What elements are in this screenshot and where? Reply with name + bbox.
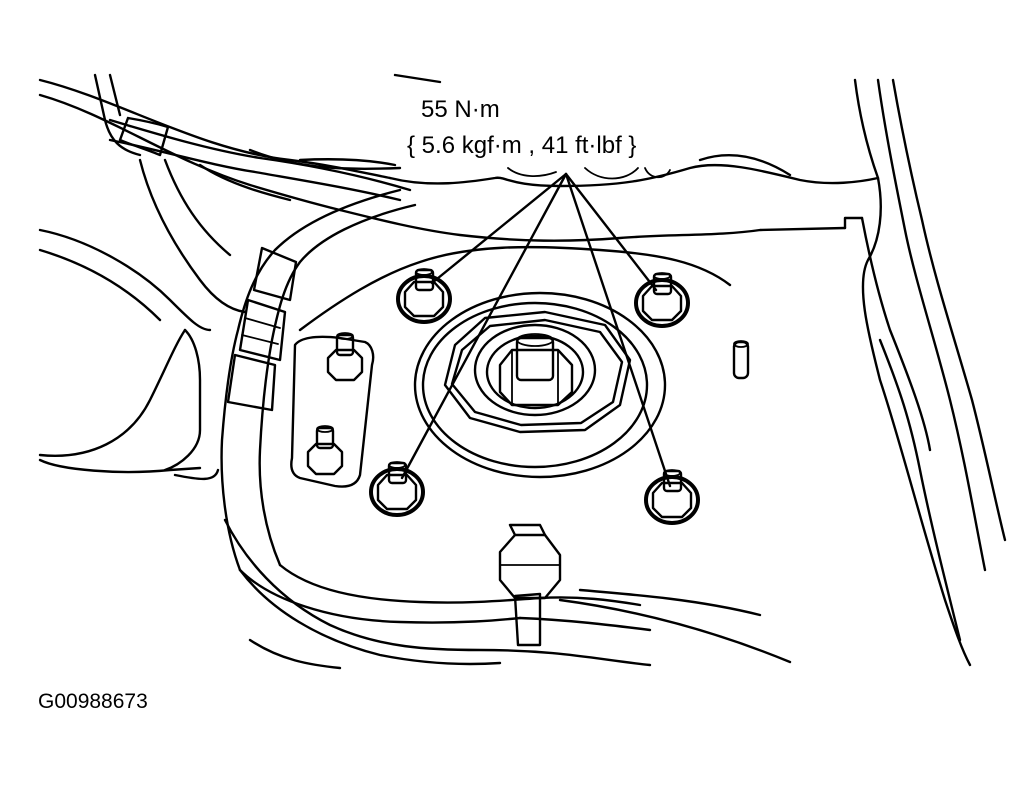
bracket-stud-lower <box>306 425 344 476</box>
locating-pin <box>732 340 750 380</box>
mount-nut-upper-left <box>396 268 452 324</box>
mount-nut-lower-left <box>369 461 425 517</box>
strut-mount-center <box>413 291 667 479</box>
callout-leaders <box>400 167 672 488</box>
mount-nut-upper-right <box>634 272 690 328</box>
body-panel-lines <box>38 73 1007 670</box>
torque-value-alt-units: { 5.6 kgf·m , 41 ft·lbf } <box>407 132 637 159</box>
wiring-harness <box>108 116 652 647</box>
torque-value-nm: 55 N·m <box>421 96 500 123</box>
mount-nut-lower-right <box>644 469 700 525</box>
figure-id: G00988673 <box>38 690 148 713</box>
bracket <box>290 335 375 488</box>
bracket-stud-upper <box>326 332 364 382</box>
